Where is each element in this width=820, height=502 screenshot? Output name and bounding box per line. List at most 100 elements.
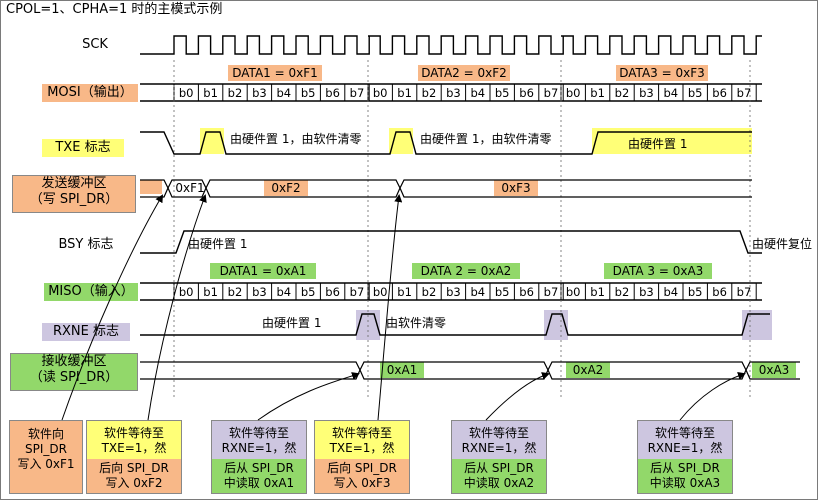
tx-buffer-label: 发送缓冲区 （写 SPI_DR） — [12, 175, 136, 213]
mosi-bit-cell: b4 — [663, 86, 679, 100]
txe-annotation-2: 由硬件置 1，由软件清零 — [420, 132, 552, 146]
step-text: 后向 SPI_DR — [99, 461, 169, 475]
step-text: TXE=1，然 — [329, 441, 395, 455]
miso-bit-cell: b5 — [687, 285, 703, 299]
mosi-data3-label: DATA3 = 0xF3 — [616, 65, 708, 81]
miso-bit-cell: b6 — [712, 285, 727, 299]
rx-buffer-label: 接收缓冲区 （读 SPI_DR） — [10, 353, 138, 391]
step-text: 中读取 0xA3 — [649, 476, 721, 490]
mosi-bit-cell: b0 — [372, 86, 388, 100]
step-text: 后从 SPI_DR — [464, 461, 534, 475]
mosi-bit-cell: b6 — [325, 86, 340, 100]
miso-bit-cell: b2 — [614, 285, 630, 299]
miso-bit-cell: b0 — [565, 285, 581, 299]
mosi-bit-cell: b3 — [252, 86, 267, 100]
step4-arrow — [377, 194, 403, 421]
mosi-label: MOSI（输出） — [42, 84, 138, 102]
tx-buffer-line2: （写 SPI_DR） — [29, 192, 119, 207]
step-text: RXNE=1，然 — [647, 441, 723, 455]
bsy-waveform — [140, 230, 762, 254]
step2-arrow — [147, 194, 207, 421]
miso-bit-cell: b2 — [421, 285, 437, 299]
tx-value-f3: 0xF3 — [494, 180, 538, 196]
mosi-bit-cell: b7 — [349, 86, 365, 100]
step3-arrow — [257, 372, 360, 421]
step-text: 软件等待至 — [331, 426, 392, 440]
sck-waveform — [140, 35, 762, 55]
step-text: TXE=1，然 — [101, 441, 167, 455]
miso-bit-cell: b4 — [276, 285, 292, 299]
step-text: 软件向 — [27, 427, 64, 441]
mosi-bit-cell: b2 — [227, 86, 243, 100]
step-text: 软件等待至 — [654, 426, 715, 440]
miso-bit-cell: b1 — [203, 285, 218, 299]
tx-value-f2: 0xF2 — [264, 180, 308, 196]
mosi-bit-cell: b4 — [470, 86, 486, 100]
mosi-bit-cell: b1 — [590, 86, 605, 100]
txe-label: TXE 标志 — [42, 139, 124, 157]
rx-value-a2: 0xA2 — [566, 362, 610, 378]
mosi-bit-cell: b6 — [712, 86, 727, 100]
rxne-annotation-set: 由硬件置 1 — [262, 316, 322, 330]
txe-waveform — [140, 131, 752, 155]
step-text: 后从 SPI_DR — [650, 461, 720, 475]
step-text: 软件等待至 — [103, 426, 164, 440]
rxne-annotation-clear: 由软件清零 — [386, 316, 447, 330]
txe-highlight-0 — [140, 180, 162, 194]
mosi-bit-cell: b2 — [614, 86, 630, 100]
rxne-highlight-2 — [544, 310, 568, 340]
miso-bit-cell: b5 — [494, 285, 510, 299]
mosi-bit-cell: b1 — [397, 86, 412, 100]
mosi-bit-cell: b3 — [446, 86, 461, 100]
miso-bit-cell: b1 — [397, 285, 412, 299]
step-text: 后从 SPI_DR — [224, 461, 294, 475]
rx-buffer-top — [140, 361, 800, 372]
miso-bit-cell: b1 — [590, 285, 605, 299]
mosi-bit-cell: b5 — [687, 86, 703, 100]
step1-arrow — [61, 194, 164, 421]
miso-bit-cell: b7 — [543, 285, 559, 299]
miso-bit-cell: b3 — [639, 285, 654, 299]
step-text: 后向 SPI_DR — [327, 461, 397, 475]
miso-data2-label: DATA 2 = 0xA2 — [412, 263, 520, 279]
miso-bit-cell: b3 — [252, 285, 267, 299]
step6-arrow — [679, 371, 746, 421]
diagram-title: CPOL=1、CPHA=1 时的主模式示例 — [6, 2, 223, 17]
miso-bit-cell: b0 — [372, 285, 388, 299]
miso-bit-cell: b4 — [663, 285, 679, 299]
miso-bit-cell: b5 — [300, 285, 316, 299]
mosi-bit-cell: b1 — [203, 86, 218, 100]
bsy-label: BSY 标志 — [58, 237, 114, 252]
rx-value-a3: 0xA3 — [752, 362, 796, 378]
miso-bit-cell: b6 — [519, 285, 534, 299]
miso-bit-cell: b2 — [227, 285, 243, 299]
step-text: RXNE=1，然 — [221, 441, 297, 455]
step-text: 中读取 0xA2 — [463, 476, 535, 490]
txe-annotation-1: 由硬件置 1，由软件清零 — [230, 132, 362, 146]
miso-data3-label: DATA 3 = 0xA3 — [604, 263, 712, 279]
step-text: 软件等待至 — [468, 426, 529, 440]
miso-bit-cell: b3 — [446, 285, 461, 299]
step-text: 写入 0xF1 — [17, 457, 75, 471]
tx-buffer-bottom — [140, 186, 752, 198]
mosi-bit-cell: b2 — [421, 86, 437, 100]
mosi-bit-cell: b5 — [300, 86, 316, 100]
step-text: RXNE=1，然 — [461, 441, 537, 455]
step5-arrow — [485, 372, 550, 421]
mosi-bit-cell: b0 — [565, 86, 581, 100]
rx-buffer-line2: （读 SPI_DR） — [29, 370, 119, 385]
miso-bit-cell: b7 — [736, 285, 752, 299]
